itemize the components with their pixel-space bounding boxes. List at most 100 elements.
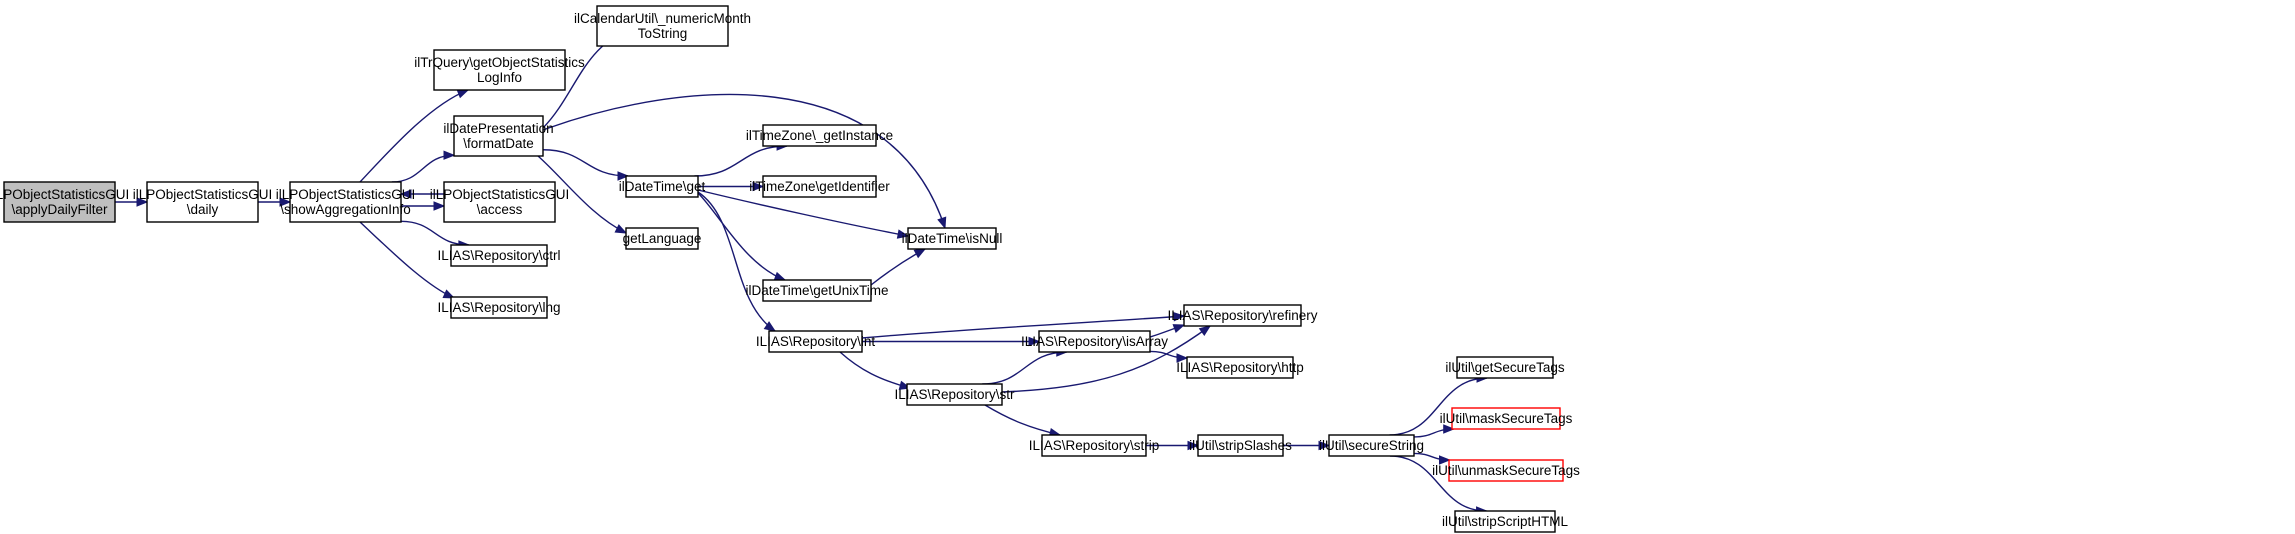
node-box[interactable]: [762, 175, 877, 198]
edge-arrowhead: [617, 171, 630, 181]
node-label-line: ilUtil\getSecureTags: [1445, 360, 1565, 375]
edge-line: [359, 221, 455, 299]
node-strip[interactable]: ILIAS\Repository\strip: [1029, 434, 1160, 457]
node-apply[interactable]: ilLPObjectStatisticsGUI\applyDailyFilter: [0, 181, 129, 223]
edge-str-to-isarray: [982, 351, 1067, 385]
node-box[interactable]: [907, 227, 997, 250]
node-tzinst[interactable]: ilTimeZone\_getInstance: [746, 124, 893, 147]
node-box[interactable]: [443, 181, 556, 223]
node-box[interactable]: [450, 244, 548, 267]
node-label-line: ILIAS\Repository\str: [894, 387, 1015, 402]
edge-arrowhead: [1198, 325, 1212, 337]
node-box[interactable]: [1038, 330, 1151, 353]
edge-line: [861, 315, 1185, 339]
node-box[interactable]: [1456, 356, 1554, 379]
node-box[interactable]: [906, 383, 1003, 406]
node-datepres[interactable]: ilDatePresentation\formatDate: [443, 115, 554, 157]
node-isarray[interactable]: ILIAS\Repository\isArray: [1021, 330, 1168, 353]
node-box[interactable]: [596, 5, 729, 47]
node-box[interactable]: [1183, 304, 1302, 327]
node-isnull[interactable]: ilDateTime\isNull: [902, 227, 1003, 250]
node-str[interactable]: ILIAS\Repository\str: [894, 383, 1015, 406]
edge-arrowhead: [614, 224, 628, 234]
edge-showAgg-to-trquery: [359, 89, 469, 183]
node-box[interactable]: [433, 49, 566, 91]
node-box[interactable]: [1454, 510, 1556, 533]
node-box[interactable]: [1448, 459, 1564, 482]
node-unmasksecure[interactable]: ilUtil\unmaskSecureTags: [1432, 459, 1580, 482]
node-box[interactable]: [450, 296, 548, 319]
edge-showAgg-to-lng: [359, 221, 455, 299]
node-label-line: \formatDate: [463, 136, 534, 151]
node-masksecure[interactable]: ilUtil\maskSecureTags: [1440, 407, 1573, 430]
node-int[interactable]: ILIAS\Repository\int: [756, 330, 876, 353]
node-access[interactable]: ilLPObjectStatisticsGUI\access: [430, 181, 570, 223]
node-label-line: ILIAS\Repository\http: [1176, 360, 1304, 375]
node-box[interactable]: [1328, 434, 1415, 457]
node-lng[interactable]: ILIAS\Repository\lng: [437, 296, 561, 319]
node-label-line: ilTrQuery\getObjectStatistics: [414, 55, 585, 70]
edge-int-to-str: [839, 351, 911, 389]
edge-arrowhead: [1028, 336, 1041, 347]
node-label-line: \daily: [187, 202, 219, 217]
node-stripslashes[interactable]: ilUtil\stripSlashes: [1189, 434, 1292, 457]
edge-arrowhead: [763, 321, 777, 332]
edge-line: [537, 155, 627, 234]
node-box[interactable]: [1451, 407, 1561, 430]
edge-arrowhead: [1173, 312, 1186, 322]
node-showAgg[interactable]: ilLPObjectStatisticsGUI\showAggregationI…: [276, 181, 416, 223]
edge-line: [982, 351, 1067, 385]
node-box[interactable]: [289, 181, 402, 223]
node-box[interactable]: [1197, 434, 1284, 457]
node-getsecure[interactable]: ilUtil\getSecureTags: [1445, 356, 1565, 379]
edge-line: [1389, 455, 1487, 512]
edge-datepres-to-dtget: [542, 149, 629, 177]
node-box[interactable]: [625, 175, 699, 198]
edge-line: [697, 189, 909, 237]
node-http[interactable]: ILIAS\Repository\http: [1176, 356, 1304, 379]
edge-securestring-to-getsecure: [1389, 377, 1488, 436]
edge-dtget-to-tzinst: [694, 145, 788, 177]
node-box[interactable]: [768, 330, 863, 353]
node-layer: ilLPObjectStatisticsGUI\applyDailyFilter…: [0, 5, 1580, 533]
node-tzid[interactable]: ilTimeZone\getIdentifier: [749, 175, 890, 198]
node-label-line: getLanguage: [623, 231, 702, 246]
node-label-line: ILIAS\Repository\refinery: [1167, 308, 1317, 323]
node-stripscript[interactable]: ilUtil\stripScriptHTML: [1442, 510, 1569, 533]
node-box[interactable]: [3, 181, 116, 223]
edge-arrowhead: [1176, 353, 1189, 363]
edge-line: [697, 192, 786, 281]
node-box[interactable]: [625, 227, 699, 250]
node-refinery[interactable]: ILIAS\Repository\refinery: [1167, 304, 1318, 327]
node-box[interactable]: [453, 115, 544, 157]
node-dtget[interactable]: ilDateTime\get: [619, 175, 706, 198]
edge-dtget-to-int: [697, 191, 776, 332]
node-box[interactable]: [1041, 434, 1147, 457]
node-label-line: ilLPObjectStatisticsGUI: [0, 187, 129, 202]
node-label-line: ToString: [638, 26, 688, 41]
node-getlang[interactable]: getLanguage: [623, 227, 702, 250]
edge-arrowhead: [456, 89, 470, 99]
node-label-line: ilLPObjectStatisticsGUI: [133, 187, 273, 202]
edge-line: [1389, 377, 1488, 436]
node-securestring[interactable]: ilUtil\secureString: [1319, 434, 1424, 457]
node-label-line: ILIAS\Repository\strip: [1029, 438, 1160, 453]
edge-line: [839, 351, 911, 389]
edge-line: [542, 149, 629, 177]
edge-dtget-to-isnull: [697, 189, 909, 237]
edge-datepres-to-isnull: [542, 93, 946, 229]
node-box[interactable]: [762, 279, 872, 302]
node-daily[interactable]: ilLPObjectStatisticsGUI\daily: [133, 181, 273, 223]
node-box[interactable]: [762, 124, 877, 147]
edge-arrowhead: [752, 181, 765, 192]
edge-securestring-to-stripscript: [1389, 455, 1487, 512]
node-ctrl[interactable]: ILIAS\Repository\ctrl: [437, 244, 561, 267]
node-label-line: \access: [477, 202, 523, 217]
node-box[interactable]: [146, 181, 259, 223]
node-box[interactable]: [1186, 356, 1294, 379]
node-unixtime[interactable]: ilDateTime\getUnixTime: [745, 279, 889, 302]
edge-str-to-refinery: [1001, 325, 1211, 393]
